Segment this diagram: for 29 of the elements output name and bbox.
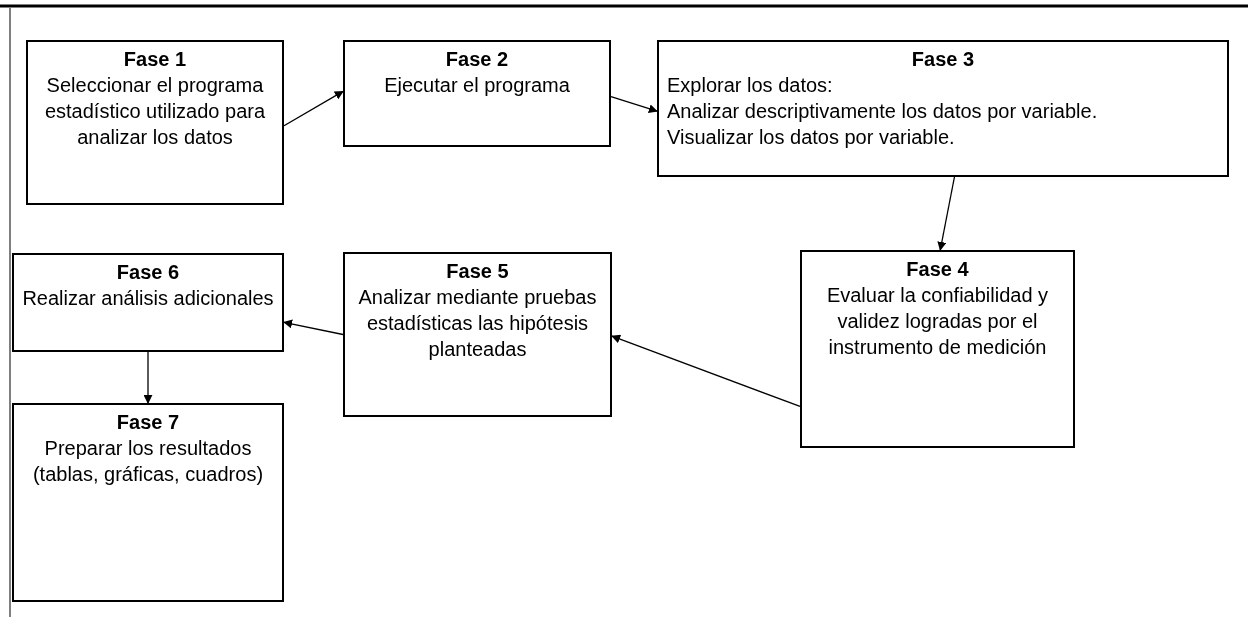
process-box <box>800 250 1075 448</box>
phase-description: Preparar los resultados (tablas, gráficas, cuadros) <box>31 436 265 487</box>
phase-title: Fase 5 <box>446 259 509 284</box>
phase-description: Evaluar la confiabilidad y validez logradas por el instrumento de medición <box>825 283 1050 360</box>
phase-description: Visualizar los datos por variable. <box>667 125 955 150</box>
phase-title: Fase 1 <box>123 47 187 72</box>
arrow <box>283 319 344 336</box>
phase-description: Ejecutar el programa <box>384 73 570 98</box>
phase-title: Fase 4 <box>906 257 969 282</box>
phase-title: Fase 2 <box>445 47 509 72</box>
arrow <box>143 351 153 404</box>
phase-title: Fase 3 <box>911 47 975 72</box>
process-box <box>12 253 284 352</box>
arrow <box>937 176 956 251</box>
arrow <box>611 334 801 408</box>
process-box <box>26 40 284 205</box>
arrow <box>283 90 344 127</box>
process-box <box>12 403 284 602</box>
phase-description: Analizar descriptivamente los datos por variable. <box>667 99 1098 124</box>
process-box <box>343 40 611 147</box>
phase-description: Seleccionar el programa estadístico utilizado para analizar los datos <box>43 73 267 150</box>
process-box <box>343 252 612 417</box>
phase-description: Analizar mediante pruebas estadísticas las hipótesis planteadas <box>357 285 598 362</box>
phase-description: Explorar los datos: <box>667 73 833 98</box>
arrow <box>610 96 658 114</box>
phase-title: Fase 6 <box>116 260 180 285</box>
phase-title: Fase 7 <box>116 410 180 435</box>
phase-description: Realizar análisis adicionales <box>22 286 274 311</box>
process-box <box>657 40 1229 177</box>
